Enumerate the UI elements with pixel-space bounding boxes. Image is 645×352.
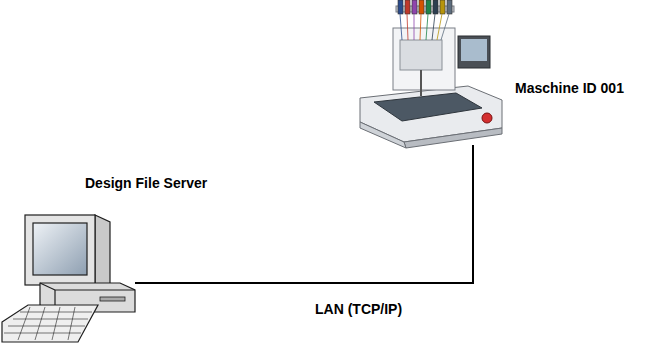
embroidery-machine [360, 0, 502, 148]
computer-icon [2, 215, 135, 342]
network-cable [135, 145, 473, 283]
node-box: Maschine ID 001 [355, 0, 505, 145]
edge-label: LAN (TCP/IP) [313, 301, 404, 318]
node-box: Design File Server [0, 205, 135, 345]
node-label: Design File Server [85, 175, 207, 192]
node-label: Maschine ID 001 [515, 80, 624, 97]
